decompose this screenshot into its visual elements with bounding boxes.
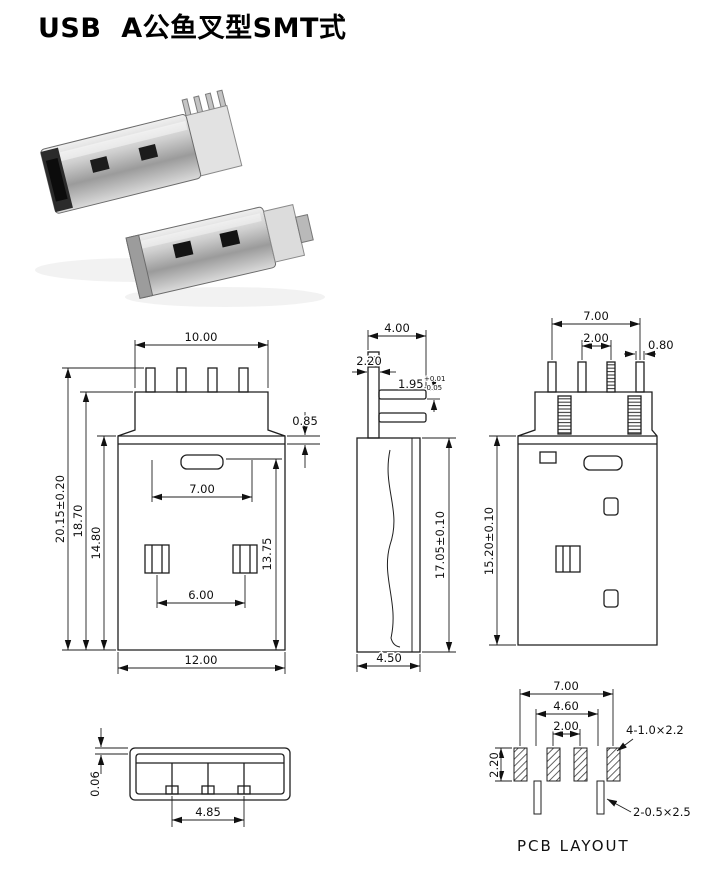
dim-side-pin-tol-minus: -0.05 <box>424 384 442 392</box>
dim-front-shoulder-height: 18.70 <box>71 505 85 538</box>
dim-front-inner-height: 13.75 <box>260 538 274 571</box>
pin <box>606 361 616 393</box>
dim-pcb-pad-span: 7.00 <box>553 679 579 693</box>
pcb-layout: 7.00 4.60 2.00 2.20 4-1.0×2.2 2-0.5×2.5 … <box>486 678 693 857</box>
dim-front-hole-pitch: 6.00 <box>188 588 214 602</box>
usb-connector-photo-bottom <box>125 204 314 300</box>
usb-connector-photo-top <box>40 89 243 214</box>
rear-view: 7.00 2.00 0.80 15.20±0.10 <box>481 308 675 646</box>
dim-rear-shell-height: 15.20±0.10 <box>482 507 496 575</box>
shell-hole <box>219 229 241 248</box>
connector-shell <box>40 114 202 214</box>
pin <box>238 367 249 393</box>
shell-hole <box>138 144 159 161</box>
dim-side-pin-tol-plus: +0.01 <box>424 375 445 383</box>
shell-slot <box>180 454 224 470</box>
pin <box>207 367 218 393</box>
dim-side-lip-offset: 2.20 <box>356 354 382 368</box>
page-title: USB A公鱼叉型SMT式 <box>38 13 347 44</box>
connector-tab <box>295 213 314 244</box>
side-view-outline <box>356 351 427 653</box>
pcb-slot-hole <box>533 780 542 815</box>
pin <box>145 367 156 393</box>
shell-tab <box>603 497 619 516</box>
dim-pcb-pad-pitch: 2.00 <box>553 719 579 733</box>
dim-front-body-width: 12.00 <box>185 653 218 667</box>
dim-side-shell-height: 17.05±0.10 <box>433 511 447 579</box>
fork-spring-profile <box>386 449 401 648</box>
connector-front-edge <box>125 234 154 300</box>
pin <box>577 361 587 393</box>
smt-pin-profile <box>378 412 427 423</box>
dim-bottom-slot-width: 4.85 <box>195 805 221 819</box>
dim-rear-pin-pitch: 2.00 <box>583 331 609 345</box>
dim-pcb-slot-spec: 2-0.5×2.5 <box>633 805 691 819</box>
pin <box>635 361 645 393</box>
crimp-serration <box>557 395 572 435</box>
shell-hole <box>555 545 581 573</box>
pin <box>547 361 557 393</box>
front-view-dimensions: 10.00 0.85 7.00 6.00 12.00 20.15±0.20 18… <box>52 329 320 674</box>
pcb-pad <box>546 747 561 782</box>
dim-side-base-depth: 4.50 <box>376 651 402 665</box>
photo-shadow <box>125 287 325 307</box>
dim-side-depth: 4.00 <box>384 321 410 335</box>
dim-bottom-shell-gap: 0.06 <box>88 771 102 797</box>
dim-pcb-pad-offset: 2.20 <box>487 752 501 778</box>
shell-hole <box>89 156 110 173</box>
pcb-dimensions: 7.00 4.60 2.00 2.20 4-1.0×2.2 2-0.5×2.5 <box>486 678 693 821</box>
bottom-view-outline <box>129 747 291 801</box>
side-view-inner <box>386 438 413 652</box>
shell-highlight <box>131 213 262 251</box>
dim-pcb-pad-spec: 4-1.0×2.2 <box>626 723 684 737</box>
dim-front-tongue-width: 7.00 <box>189 482 215 496</box>
dim-pcb-inner-span: 4.60 <box>553 699 579 713</box>
bottom-view: 0.06 4.85 <box>87 728 291 827</box>
rear-view-outline <box>517 361 658 646</box>
pcb-pad <box>606 747 621 782</box>
shell-slot <box>583 455 623 471</box>
front-view-outline <box>117 367 286 651</box>
pcb-layout-label: PCB LAYOUT <box>517 837 630 855</box>
pcb-pads <box>513 747 621 815</box>
shell-hole <box>172 240 194 259</box>
side-view-dimensions: 4.00 2.20 1.95 +0.01 -0.05 17.05±0.10 4.… <box>352 320 456 672</box>
shell-tab <box>603 589 619 608</box>
connector-opening-inner <box>45 158 68 202</box>
dim-front-shell-height: 14.80 <box>89 527 103 560</box>
dim-front-lip-height: 0.85 <box>292 414 318 428</box>
dim-front-shoulder-width: 10.00 <box>185 330 218 344</box>
rear-view-dimensions: 7.00 2.00 0.80 15.20±0.10 <box>481 308 675 646</box>
shell-tab <box>201 785 215 795</box>
crimp-serration <box>627 395 642 435</box>
shell-detail <box>539 451 557 464</box>
smt-pin-profile <box>378 389 427 400</box>
dim-rear-pin-width: 0.80 <box>648 338 674 352</box>
product-photo <box>35 89 325 307</box>
dim-rear-pin-span: 7.00 <box>583 309 609 323</box>
shell-tab <box>237 785 251 795</box>
shell-tab <box>165 785 179 795</box>
pcb-pad <box>513 747 528 782</box>
dim-side-pin-thickness: 1.95 <box>398 377 424 391</box>
pcb-slot-hole <box>596 780 605 815</box>
pin <box>176 367 187 393</box>
shell-hole <box>144 544 170 574</box>
pcb-pad <box>573 747 588 782</box>
shell-highlight <box>45 120 188 165</box>
side-view: 4.00 2.20 1.95 +0.01 -0.05 17.05±0.10 4.… <box>352 320 456 672</box>
bottom-view-dimensions: 0.06 4.85 <box>87 728 245 827</box>
front-view: 10.00 0.85 7.00 6.00 12.00 20.15±0.20 18… <box>52 329 320 674</box>
dim-front-overall-height: 20.15±0.20 <box>53 475 67 543</box>
shell-hole <box>232 544 258 574</box>
